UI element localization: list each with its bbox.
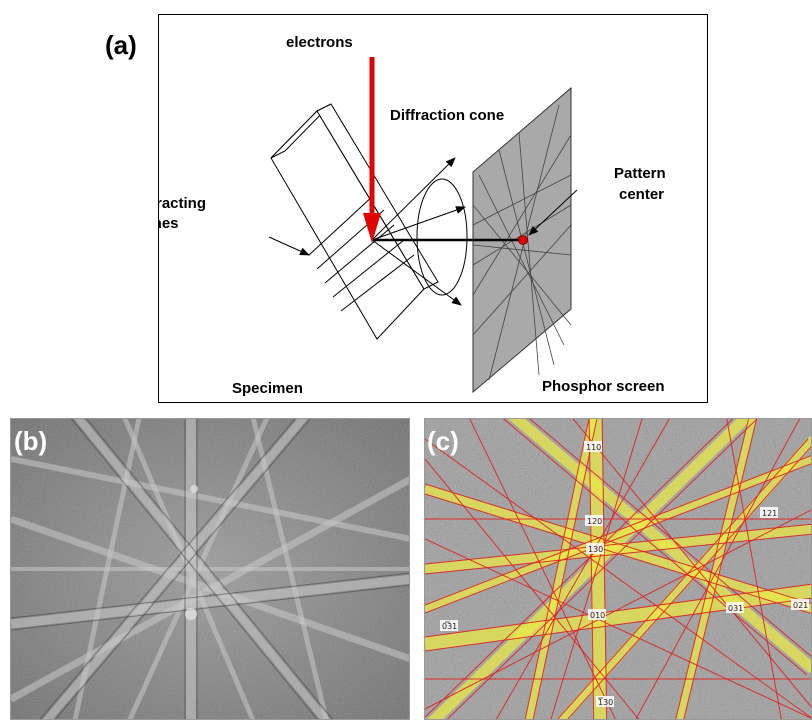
- specimen-crystal: [270, 103, 439, 340]
- ebsd-geometry-diagram: electrons Diffraction cone Diffracting p…: [131, 34, 666, 397]
- diffracting-planes-label-2: planes: [159, 215, 179, 232]
- panel-a-label: (a): [105, 30, 137, 60]
- panel-c-label: (c): [427, 426, 459, 456]
- index-120: 120: [587, 517, 602, 526]
- pattern-center-label-1: Pattern: [614, 165, 666, 182]
- panel-b-label: (b): [14, 426, 48, 456]
- index-110: 110: [586, 443, 601, 452]
- index-031: 031: [728, 604, 743, 613]
- specimen-label: Specimen: [232, 380, 303, 397]
- pattern-center-pointer: [528, 189, 578, 236]
- index-031-bar: 031: [442, 622, 457, 631]
- diffracting-planes-pointer: [268, 236, 310, 256]
- index-010: 010: [590, 611, 605, 620]
- kikuchi-pattern-image: [11, 419, 409, 719]
- index-021: 021: [793, 601, 808, 610]
- zone-axis-labels: 110 120 130 010 031 031 121 021 130: [440, 441, 809, 707]
- diffraction-cone: [416, 178, 468, 296]
- zone-axis-center: [185, 608, 197, 620]
- index-130-bar: 130: [598, 698, 613, 707]
- diffracting-planes-label-1: Diffracting: [159, 195, 206, 212]
- zone-axis-top: [190, 485, 198, 493]
- diagram-panel-a: electrons Diffraction cone Diffracting p…: [131, 14, 708, 403]
- pattern-center-dot: [518, 235, 528, 245]
- indexed-lines: [425, 419, 811, 719]
- electrons-label: electrons: [286, 34, 353, 51]
- pattern-center-label-2: center: [619, 186, 664, 203]
- indexed-kikuchi-image: 110 120 130 010 031 031 121 021 130: [425, 419, 811, 719]
- phosphor-screen-label: Phosphor screen: [542, 378, 665, 395]
- diffraction-rays: [371, 157, 466, 306]
- index-130: 130: [588, 545, 603, 554]
- electron-beam: [363, 57, 381, 243]
- index-121: 121: [762, 509, 777, 518]
- diffraction-cone-label: Diffraction cone: [390, 107, 504, 124]
- indexed-pattern-panel-c: 110 120 130 010 031 031 121 021 130: [424, 418, 812, 720]
- kikuchi-pattern-panel-b: [10, 418, 410, 720]
